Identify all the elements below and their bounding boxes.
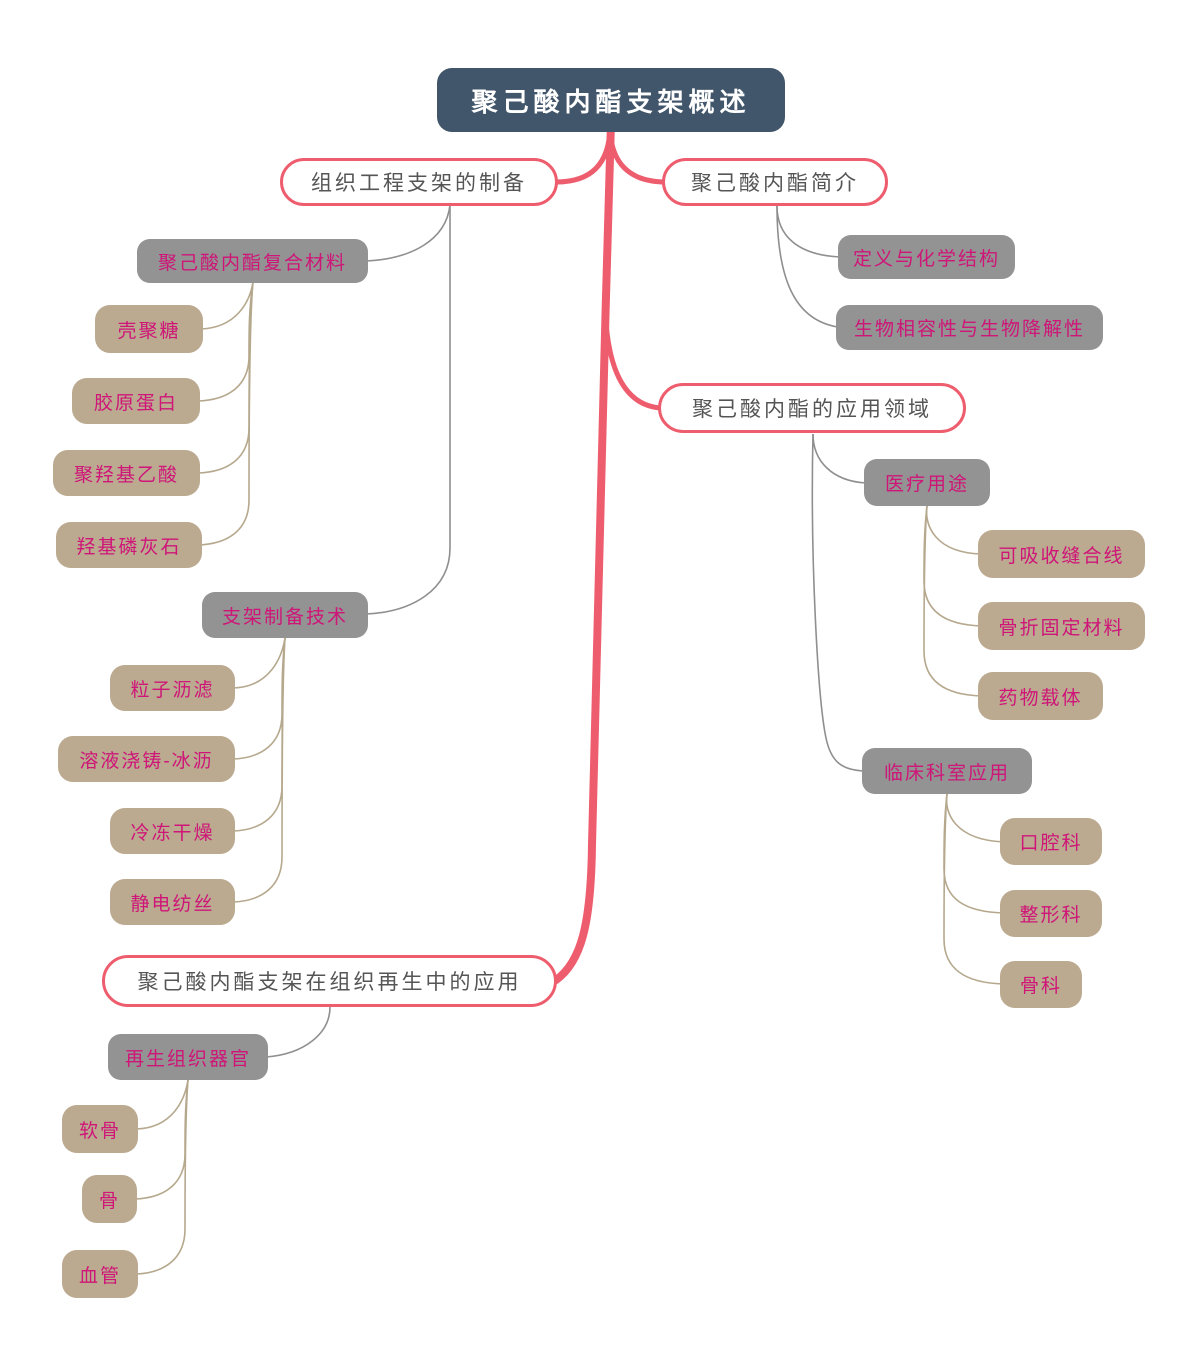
leaf-freeze-drying[interactable]: 冷冻干燥: [110, 808, 235, 854]
node-biocompatibility-biodegradability[interactable]: 生物相容性与生物降解性: [836, 305, 1103, 350]
connector-to-electrospinning: [232, 637, 286, 903]
connector-to-absorbable-sutures: [925, 505, 983, 555]
node-scaffold-fabrication-techniques[interactable]: 支架制备技术: [202, 592, 368, 638]
branch-pcl-introduction[interactable]: 聚己酸内酯简介: [662, 158, 888, 206]
connector-to-medical-uses: [812, 433, 867, 484]
leaf-fracture-fixation-materials[interactable]: 骨折固定材料: [978, 602, 1145, 650]
connector-to-collagen: [197, 281, 254, 402]
node-medical-uses[interactable]: 医疗用途: [864, 459, 990, 506]
leaf-bone[interactable]: 骨: [82, 1175, 137, 1223]
connector-to-fracture-fixation: [923, 505, 983, 627]
connector-to-chitosan: [199, 281, 254, 330]
leaf-solution-casting-ice-leaching[interactable]: 溶液浇铸-冰沥: [58, 736, 235, 782]
connector-to-stomatology: [945, 793, 1005, 843]
leaf-polyglycolic-acid[interactable]: 聚羟基乙酸: [53, 450, 200, 496]
node-clinical-department-applications[interactable]: 临床科室应用: [862, 748, 1032, 794]
leaf-plastic-surgery[interactable]: 整形科: [1000, 890, 1102, 937]
node-pcl-composite-materials[interactable]: 聚己酸内酯复合材料: [137, 239, 368, 283]
leaf-cartilage[interactable]: 软骨: [62, 1105, 138, 1153]
connector-to-definition: [776, 205, 841, 258]
leaf-electrospinning[interactable]: 静电纺丝: [110, 879, 235, 925]
node-regenerated-tissues-organs[interactable]: 再生组织器官: [108, 1034, 268, 1080]
connector-to-clinical-departments: [811, 433, 865, 772]
connector-to-freeze-drying: [232, 637, 286, 832]
connector-branch-scaffold-preparation: [553, 125, 613, 185]
connector-to-orthopedics: [943, 793, 1005, 985]
leaf-hydroxyapatite[interactable]: 羟基磷灰石: [56, 522, 202, 568]
connector-to-regenerated-tissues: [265, 1006, 331, 1058]
connector-root-trunk: [552, 118, 615, 984]
connector-to-particle-leaching: [232, 637, 286, 689]
connector-to-plastic-surgery: [943, 793, 1005, 914]
leaf-orthopedics[interactable]: 骨科: [1000, 961, 1082, 1008]
branch-pcl-scaffold-tissue-regeneration[interactable]: 聚己酸内酯支架在组织再生中的应用: [102, 955, 557, 1007]
node-definition-chemical-structure[interactable]: 定义与化学结构: [838, 235, 1015, 279]
connector-to-hydroxyapatite: [197, 281, 254, 546]
connector-to-solution-casting: [232, 637, 286, 760]
leaf-particle-leaching[interactable]: 粒子沥滤: [110, 665, 235, 711]
leaf-chitosan[interactable]: 壳聚糖: [95, 305, 203, 353]
leaf-blood-vessel[interactable]: 血管: [62, 1250, 138, 1298]
connector-to-pcl-composites: [365, 204, 451, 262]
connector-to-pga: [197, 281, 254, 474]
connector-to-blood-vessel: [135, 1079, 189, 1275]
connector-to-drug-carriers: [923, 505, 983, 697]
leaf-drug-carriers[interactable]: 药物载体: [978, 672, 1103, 720]
branch-tissue-engineering-scaffold-preparation[interactable]: 组织工程支架的制备: [280, 158, 558, 206]
connector-branch-pcl-introduction: [607, 125, 669, 185]
leaf-absorbable-sutures[interactable]: 可吸收缝合线: [978, 530, 1145, 578]
connector-branch-application-fields: [602, 292, 665, 411]
connector-to-biocompatibility: [776, 205, 839, 328]
leaf-collagen[interactable]: 胶原蛋白: [72, 378, 200, 424]
connector-to-cartilage: [135, 1079, 189, 1130]
mindmap-root-node[interactable]: 聚己酸内酯支架概述: [437, 68, 785, 132]
connector-to-fabrication-techniques: [365, 204, 451, 615]
branch-pcl-application-fields[interactable]: 聚己酸内酯的应用领域: [658, 383, 966, 433]
leaf-stomatology[interactable]: 口腔科: [1000, 818, 1102, 865]
connector-to-bone: [134, 1079, 189, 1200]
